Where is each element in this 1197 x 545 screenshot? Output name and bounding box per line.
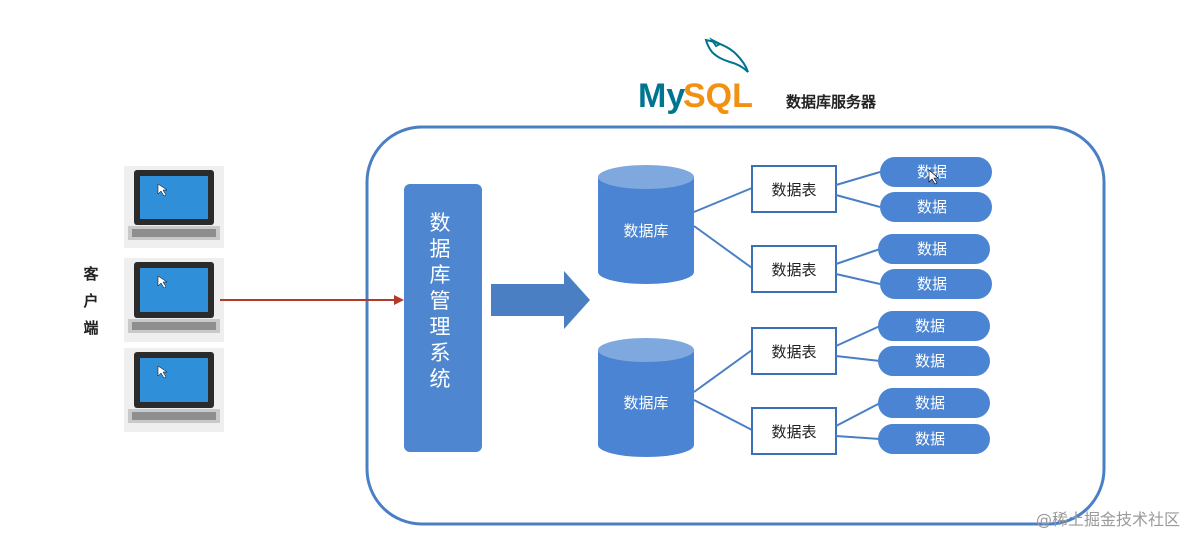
server-container bbox=[365, 125, 1106, 526]
svg-text:数据表: 数据表 bbox=[771, 181, 816, 199]
svg-text:数据: 数据 bbox=[915, 430, 945, 448]
database-label: 数据库 bbox=[623, 222, 668, 240]
table-box: 数据表 bbox=[751, 327, 837, 375]
svg-text:数据表: 数据表 bbox=[771, 423, 816, 441]
data-pill: 数据 bbox=[878, 424, 990, 454]
database-1: 数据库 bbox=[598, 165, 694, 284]
database-2: 数据库 bbox=[598, 338, 694, 457]
svg-text:数据: 数据 bbox=[917, 198, 947, 216]
watermark: @稀土掘金技术社区 bbox=[1036, 510, 1180, 529]
cursor-icon bbox=[928, 169, 939, 185]
dolphin-icon bbox=[704, 37, 749, 73]
server-label: 数据库服务器 bbox=[786, 93, 877, 111]
cursor-icon bbox=[157, 183, 168, 197]
client-label: 客户端 bbox=[82, 265, 99, 337]
svg-text:数据: 数据 bbox=[915, 352, 945, 370]
data-pill: 数据 bbox=[878, 388, 990, 418]
dbms-box bbox=[404, 184, 482, 452]
svg-text:数据: 数据 bbox=[917, 240, 947, 258]
data-pill: 数据 bbox=[880, 269, 992, 299]
laptop-2 bbox=[124, 258, 224, 342]
svg-text:数据: 数据 bbox=[915, 317, 945, 335]
dbms-label: 数据库管理系统 bbox=[430, 211, 451, 391]
svg-text:数据表: 数据表 bbox=[771, 261, 816, 279]
data-pill: 数据 bbox=[878, 346, 990, 376]
data-pill: 数据 bbox=[878, 234, 990, 264]
flow-arrow bbox=[491, 271, 590, 329]
connector-arrowhead bbox=[394, 295, 404, 305]
database-label: 数据库 bbox=[623, 394, 668, 412]
mysql-logo: My SQL bbox=[638, 37, 753, 115]
cursor-icon bbox=[157, 365, 168, 379]
logo-text-sql: SQL bbox=[683, 77, 753, 115]
laptop-1 bbox=[124, 166, 224, 248]
table-box: 数据表 bbox=[751, 245, 837, 293]
svg-text:数据表: 数据表 bbox=[771, 343, 816, 361]
data-pill: 数据 bbox=[880, 157, 992, 187]
table-data-connectors bbox=[835, 171, 881, 440]
cursor-icon bbox=[157, 275, 168, 289]
svg-text:数据: 数据 bbox=[917, 275, 947, 293]
data-pill: 数据 bbox=[880, 192, 992, 222]
logo-text-my: My bbox=[638, 77, 685, 115]
table-box: 数据表 bbox=[751, 165, 837, 213]
svg-text:数据: 数据 bbox=[915, 394, 945, 412]
laptop-3 bbox=[124, 348, 224, 432]
svg-text:数据: 数据 bbox=[917, 163, 947, 181]
db-table-connectors bbox=[693, 187, 753, 431]
data-pill: 数据 bbox=[878, 311, 990, 341]
table-box: 数据表 bbox=[751, 407, 837, 455]
